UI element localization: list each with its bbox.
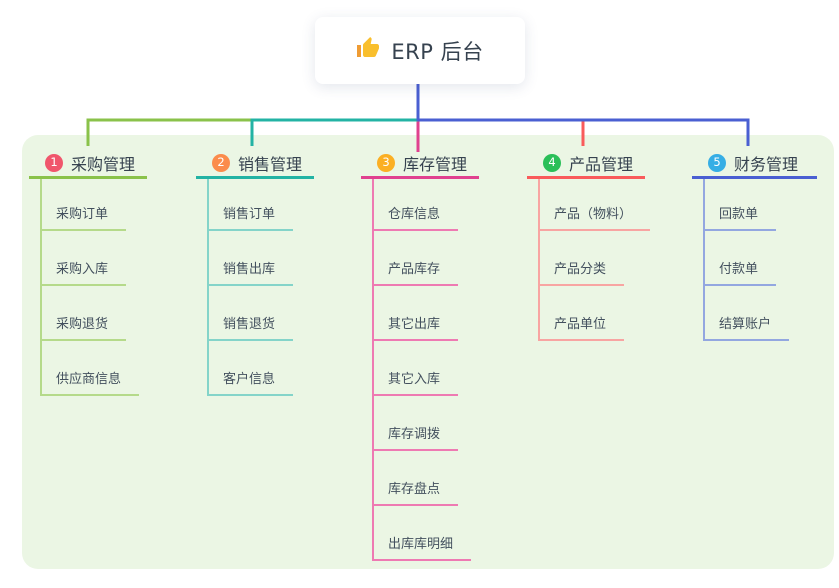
child-label: 产品单位 <box>554 317 607 332</box>
child-label: 采购订单 <box>56 207 109 222</box>
child-node[interactable]: 采购入库 <box>40 254 127 286</box>
branch-header-inventory[interactable]: 3 库存管理 <box>361 150 479 179</box>
root-label: ERP 后台 <box>391 39 484 64</box>
child-label: 采购入库 <box>56 262 109 277</box>
child-label: 产品（物料） <box>554 207 633 222</box>
child-node[interactable]: 采购订单 <box>40 199 127 231</box>
child-node[interactable]: 供应商信息 <box>40 364 140 396</box>
child-node[interactable]: 库存调拨 <box>372 419 459 451</box>
branch-trunk-line <box>372 179 374 561</box>
child-label: 出库库明细 <box>388 537 454 552</box>
branch-header-product[interactable]: 4 产品管理 <box>527 150 645 179</box>
badge-2-icon: 2 <box>212 154 230 172</box>
child-label: 供应商信息 <box>56 372 122 387</box>
child-node[interactable]: 结算账户 <box>703 309 790 341</box>
child-label: 付款单 <box>719 262 759 277</box>
branch-trunk-line <box>703 179 705 341</box>
branch-label: 采购管理 <box>71 155 136 174</box>
child-label: 仓库信息 <box>388 207 441 222</box>
child-node[interactable]: 产品单位 <box>538 309 625 341</box>
branch-finance-management: 5 财务管理 回款单 付款单 结算账户 <box>692 150 817 341</box>
child-node[interactable]: 产品分类 <box>538 254 625 286</box>
child-label: 回款单 <box>719 207 759 222</box>
branch-label: 财务管理 <box>734 155 799 174</box>
branch-inventory-management: 3 库存管理 仓库信息 产品库存 其它出库 其它入库 库存调拨 库存盘点 出库库… <box>361 150 479 561</box>
child-node[interactable]: 客户信息 <box>207 364 294 396</box>
child-label: 采购退货 <box>56 317 109 332</box>
badge-4-icon: 4 <box>543 154 561 172</box>
child-node[interactable]: 付款单 <box>703 254 777 286</box>
badge-1-icon: 1 <box>45 154 63 172</box>
branch-trunk-line <box>40 179 42 396</box>
child-label: 销售出库 <box>223 262 276 277</box>
badge-5-icon: 5 <box>708 154 726 172</box>
child-node[interactable]: 产品库存 <box>372 254 459 286</box>
child-node[interactable]: 回款单 <box>703 199 777 231</box>
child-node[interactable]: 出库库明细 <box>372 529 472 561</box>
badge-3-icon: 3 <box>377 154 395 172</box>
branch-label: 产品管理 <box>569 155 634 174</box>
child-node[interactable]: 库存盘点 <box>372 474 459 506</box>
child-node[interactable]: 其它入库 <box>372 364 459 396</box>
branch-purchase-management: 1 采购管理 采购订单 采购入库 采购退货 供应商信息 <box>29 150 147 396</box>
branch-label: 库存管理 <box>403 155 468 174</box>
branch-header-sales[interactable]: 2 销售管理 <box>196 150 314 179</box>
child-label: 客户信息 <box>223 372 276 387</box>
child-node[interactable]: 销售出库 <box>207 254 294 286</box>
child-node[interactable]: 仓库信息 <box>372 199 459 231</box>
root-node[interactable]: ERP 后台 <box>315 17 525 84</box>
child-node[interactable]: 采购退货 <box>40 309 127 341</box>
child-label: 产品库存 <box>388 262 441 277</box>
branch-header-purchase[interactable]: 1 采购管理 <box>29 150 147 179</box>
branch-sales-management: 2 销售管理 销售订单 销售出库 销售退货 客户信息 <box>196 150 314 396</box>
child-node[interactable]: 销售订单 <box>207 199 294 231</box>
child-label: 产品分类 <box>554 262 607 277</box>
thumbs-up-icon <box>356 36 380 65</box>
child-label: 库存盘点 <box>388 482 441 497</box>
child-label: 销售订单 <box>223 207 276 222</box>
branch-header-finance[interactable]: 5 财务管理 <box>692 150 817 179</box>
child-node[interactable]: 销售退货 <box>207 309 294 341</box>
child-node[interactable]: 其它出库 <box>372 309 459 341</box>
branch-trunk-line <box>538 179 540 341</box>
child-label: 其它入库 <box>388 372 441 387</box>
child-label: 库存调拨 <box>388 427 441 442</box>
child-node[interactable]: 产品（物料） <box>538 199 651 231</box>
branch-product-management: 4 产品管理 产品（物料） 产品分类 产品单位 <box>527 150 651 341</box>
child-label: 销售退货 <box>223 317 276 332</box>
mindmap-panel <box>22 135 834 569</box>
branch-trunk-line <box>207 179 209 396</box>
child-label: 结算账户 <box>719 317 772 332</box>
branch-label: 销售管理 <box>238 155 303 174</box>
child-label: 其它出库 <box>388 317 441 332</box>
